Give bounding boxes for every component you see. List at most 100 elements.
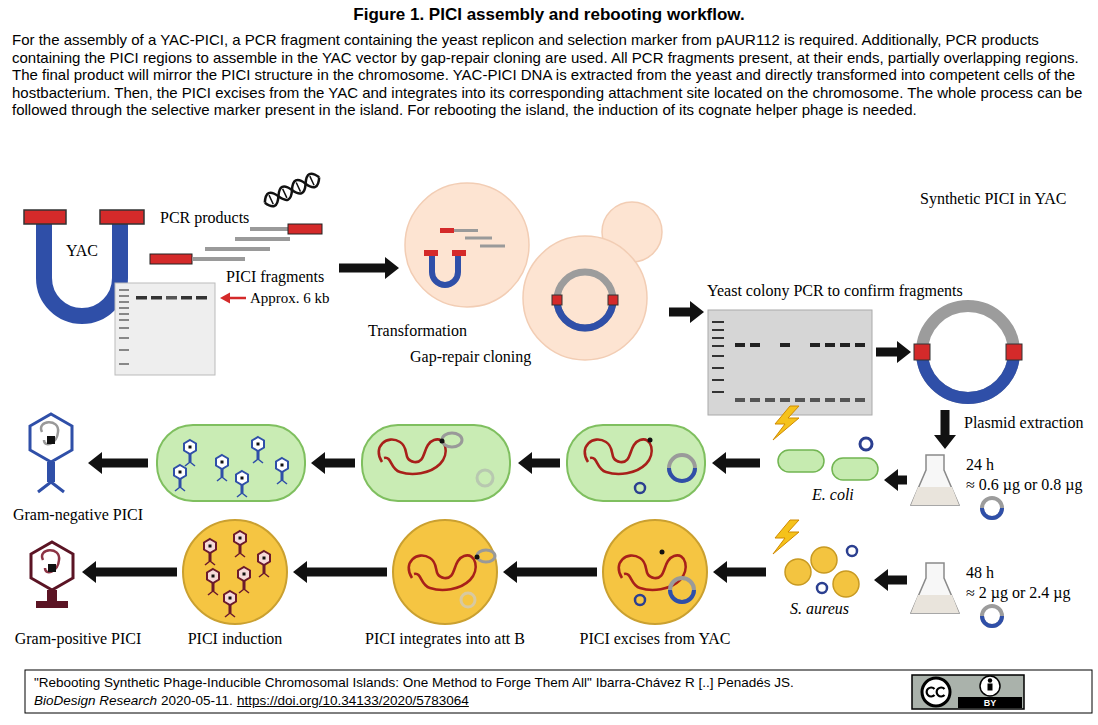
saureus-cell-excision <box>660 550 665 555</box>
yeast-cells <box>523 236 647 360</box>
edge-label: Plasmid extraction <box>962 414 1086 432</box>
dna-helix <box>269 176 314 204</box>
ecoli-cell-induced <box>236 471 248 497</box>
stage-node: 24 h≈ 0.6 µg or 0.8 µg <box>911 453 1086 507</box>
ecoli-cell-integrated <box>440 439 445 444</box>
gel-image <box>840 343 850 347</box>
free-label: 2020-05-11. <box>161 693 233 709</box>
gram-positive-phage <box>31 542 73 590</box>
node-figure-area <box>770 518 870 598</box>
node-figure-area <box>391 518 499 626</box>
node-label: 48 h <box>966 564 994 582</box>
saureus-cell-integration <box>477 550 495 562</box>
culture-flask <box>911 595 959 613</box>
gram-negative-phage <box>41 422 58 444</box>
dna-helix <box>262 171 322 209</box>
citation-box <box>25 670 1092 713</box>
stage-node: PICI integrates into att B <box>362 518 528 651</box>
ecoli-cell-integrated <box>477 470 493 486</box>
ecoli-cell-integrated <box>442 433 462 447</box>
yeast-cells <box>557 272 613 328</box>
node-label: Gram-positive PICI <box>15 630 142 648</box>
gel-image <box>115 283 215 375</box>
culture-flask <box>982 498 1002 518</box>
node-figure-area <box>770 404 880 484</box>
gram-positive-phage <box>31 542 73 608</box>
ecoli-cells <box>860 438 872 450</box>
node-label: S. aureus <box>790 600 849 618</box>
yeast-cells <box>480 245 505 248</box>
culture-flask <box>982 508 1002 518</box>
flow-arrow <box>669 301 704 323</box>
stage-node: S. aureus <box>770 518 870 621</box>
ecoli-cells <box>778 450 824 472</box>
ecoli-cell-integrated <box>379 439 446 474</box>
ecoli-cell-induced <box>252 437 264 463</box>
gel-image <box>735 343 745 347</box>
gel-image <box>750 343 760 347</box>
license-badge <box>958 697 1022 708</box>
node-label: ≈ 2 µg or 2.4 µg <box>966 584 1071 602</box>
stage-node: Gram-positive PICI <box>12 540 145 651</box>
yeast-cells <box>557 300 613 328</box>
saureus-cell-excision <box>670 578 694 602</box>
gel-image <box>119 290 129 364</box>
stage-node: Yeast colony PCR to confirm fragments <box>704 279 966 415</box>
ecoli-cell-with-yac <box>635 483 645 493</box>
saureus-cell-excision <box>603 520 707 624</box>
node-figure-area <box>911 453 961 507</box>
flow-arrow <box>88 452 148 474</box>
ecoli-cell-induced <box>157 425 305 501</box>
free-label: "Rebooting Synthetic Phage-Inducible Chr… <box>34 675 794 691</box>
pcr-fragments <box>288 224 322 234</box>
node-figure-area <box>915 300 1021 406</box>
gram-negative-phage <box>30 414 72 492</box>
node-figure-area <box>911 561 961 615</box>
saureus-cell-induction <box>238 567 250 593</box>
electroporation-bolt <box>773 406 799 440</box>
saureus-cells <box>847 546 857 556</box>
dna-helix <box>262 171 322 209</box>
ecoli-cell-integrated <box>362 425 510 501</box>
node-figure-area <box>708 310 872 415</box>
flow-arrow <box>712 452 760 474</box>
gram-negative-phage <box>47 462 55 482</box>
stage-node: TransformationGap-repair cloning <box>365 181 665 369</box>
pcr-fragments <box>235 237 290 241</box>
node-label: PICI induction <box>188 630 283 648</box>
gel-image <box>825 343 835 347</box>
yac-pici-plasmid <box>922 352 1014 398</box>
gel-image <box>855 343 865 347</box>
gram-positive-phage <box>47 590 57 602</box>
saureus-cell-integration <box>409 555 476 590</box>
saureus-cell-induction <box>204 539 216 565</box>
yeast-cells <box>424 250 438 256</box>
yeast-cells <box>552 295 562 305</box>
free-label: PCR products <box>160 209 249 227</box>
node-label: Gap-repair cloning <box>410 348 531 366</box>
node-figure-area <box>181 518 289 626</box>
culture-flask <box>911 455 959 505</box>
yeast-cells <box>452 250 466 256</box>
flow-arrow <box>518 452 560 474</box>
saureus-cell-excision <box>619 555 686 590</box>
gram-negative-phage <box>38 482 64 492</box>
gel-image <box>708 310 872 415</box>
license-badge <box>937 687 945 696</box>
free-label: PICI fragments <box>226 268 324 286</box>
stage-node: E. coli <box>770 404 880 507</box>
node-label: E. coli <box>812 486 854 504</box>
saureus-cell-excision <box>635 595 645 605</box>
ecoli-cell-induced <box>216 455 228 481</box>
flow-arrow <box>874 569 907 591</box>
ecoli-cells <box>832 458 878 480</box>
ecoli-cell-with-yac <box>567 425 705 501</box>
flow-arrow <box>293 561 387 583</box>
yac-pici-plasmid <box>914 344 930 360</box>
stage-node: 48 h ≈ 2 µg or 2.4 µg <box>911 561 1074 615</box>
node-label: PICI excises from YAC <box>580 630 731 648</box>
yac-vector <box>100 210 144 224</box>
free-label: BioDesign Research <box>34 693 157 709</box>
saureus-cell-induction <box>224 591 236 617</box>
